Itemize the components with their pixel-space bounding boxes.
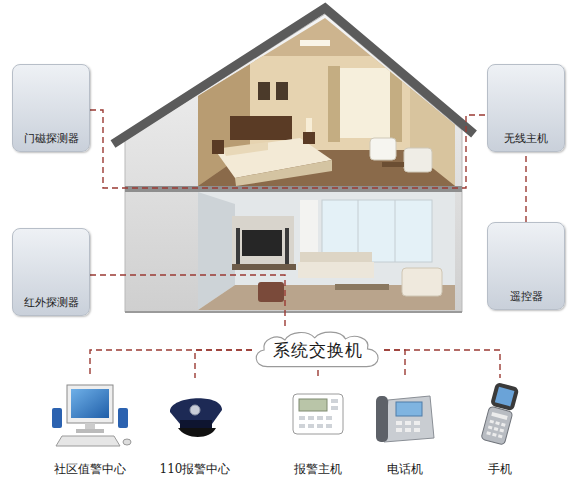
node-label: 报警主机: [294, 461, 342, 478]
endpoint-node: 社区值警中心: [45, 378, 135, 482]
node-label: 110报警中心: [160, 461, 231, 478]
remote-panel: 遥控器: [487, 222, 565, 310]
node-label: 红外探测器: [24, 295, 79, 310]
endpoint-node: 110报警中心: [150, 378, 240, 482]
bedroom-photo: [198, 15, 455, 186]
computer-icon: [52, 385, 131, 446]
dashed-connector: [384, 350, 405, 378]
switch-cloud: 系统交换机: [252, 330, 384, 370]
dashed-connector: [317, 370, 318, 378]
alarm-host-icon: [293, 394, 343, 434]
node-label: 电话机: [387, 461, 423, 478]
house: [113, 8, 474, 312]
sensor-panel: 红外探测器: [12, 228, 90, 316]
node-label: 手机: [488, 461, 512, 478]
dashed-connector: [90, 110, 487, 188]
sensor-panel: 门磁探测器: [12, 64, 90, 152]
dashed-connector: [525, 152, 526, 222]
node-label: 社区值警中心: [54, 461, 126, 478]
host-panel: 无线主机: [487, 64, 565, 152]
mobile-phone-icon: [481, 382, 519, 445]
telephone-icon: [376, 396, 434, 442]
police-cap-icon: [170, 398, 222, 437]
node-label: 门磁探测器: [24, 131, 79, 146]
endpoint-node: 报警主机: [273, 378, 363, 482]
endpoint-node: 手机: [455, 378, 545, 482]
node-label: 遥控器: [510, 289, 543, 304]
dashed-connector: [195, 350, 252, 378]
dashed-connector: [90, 350, 252, 378]
node-label: 无线主机: [504, 131, 548, 146]
endpoint-node: 电话机: [360, 378, 450, 482]
dashed-connector: [90, 275, 285, 330]
living-room-photo: [198, 192, 455, 310]
node-label: 系统交换机: [273, 339, 363, 362]
dashed-connector: [384, 350, 500, 378]
